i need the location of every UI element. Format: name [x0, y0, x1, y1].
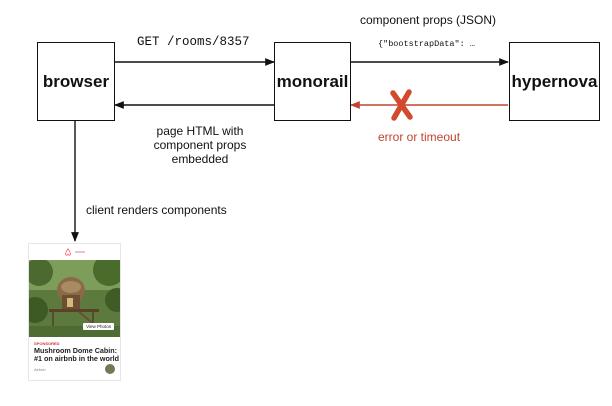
hypernova-label: hypernova	[511, 71, 598, 91]
error-x-icon	[390, 89, 413, 121]
hypernova-node: hypernova	[509, 42, 600, 121]
props-title-label: component props (JSON)	[360, 13, 497, 27]
view-photos-button[interactable]: View Photos	[83, 323, 114, 330]
card-header	[29, 244, 120, 259]
airbnb-logo-icon	[65, 247, 71, 256]
response-label-line1: page HTML with	[156, 124, 244, 138]
browser-label: browser	[42, 71, 110, 91]
monorail-node: monorail	[274, 42, 351, 121]
request-label: GET /rooms/8357	[137, 35, 250, 49]
card-author: Airbnb	[34, 367, 46, 372]
card-avatar	[105, 364, 115, 374]
card-title: Mushroom Dome Cabin: #1 on airbnb in the…	[34, 346, 120, 364]
response-label-line3: embedded	[171, 152, 229, 166]
error-label: error or timeout	[378, 130, 461, 144]
rendered-card: View Photos SPONSORED Mushroom Dome Cabi…	[28, 243, 121, 381]
card-kicker: SPONSORED	[34, 341, 60, 346]
card-header-dots	[75, 250, 85, 253]
monorail-label: monorail	[276, 71, 349, 91]
browser-node: browser	[37, 42, 115, 121]
response-label: page HTML with component props embedded	[140, 124, 260, 166]
response-label-line2: component props	[153, 138, 247, 152]
client-label: client renders components	[86, 203, 227, 217]
cabin-photo: View Photos	[29, 260, 120, 337]
props-payload-label: {"bootstrapData": …	[378, 39, 475, 49]
